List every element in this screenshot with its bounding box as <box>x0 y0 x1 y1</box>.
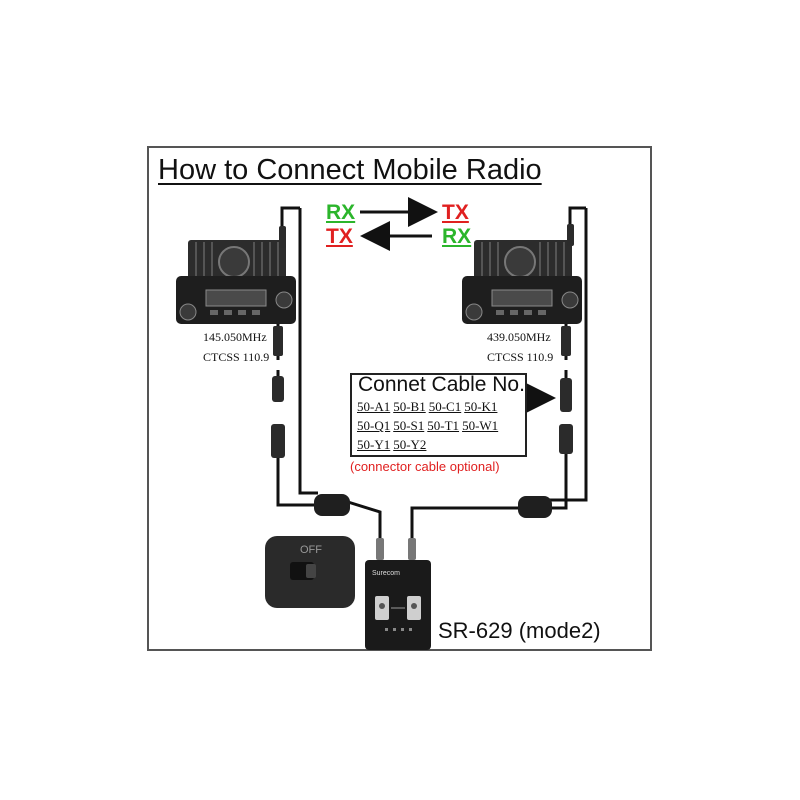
switch-label: OFF <box>300 544 322 556</box>
left-cable-inner <box>280 206 318 495</box>
cable-box-heading: Connet Cable No. <box>358 373 525 396</box>
left-adapter-1 <box>272 376 284 402</box>
cable-code: 50-C1 <box>428 399 462 414</box>
left-adapter-2 <box>271 424 285 458</box>
left-cable-outer <box>276 318 318 507</box>
cable-code: 50-W1 <box>462 418 499 433</box>
right-tx-label: TX <box>442 201 469 224</box>
right-frequency: 439.050MHz <box>487 330 551 344</box>
left-ctcss: CTCSS 110.9 <box>203 350 270 364</box>
cable-code: 50-A1 <box>357 399 391 414</box>
switch-closeup: OFF <box>265 536 355 608</box>
device-label: SR-629 (mode2) <box>438 618 601 643</box>
cable-code: 50-K1 <box>464 399 498 414</box>
cable-code: 50-Q1 <box>357 418 391 433</box>
cable-code: 50-Y1 <box>357 437 391 452</box>
right-mobile-radio <box>462 240 582 324</box>
left-split-cable <box>347 500 382 540</box>
left-frequency: 145.050MHz <box>203 330 267 344</box>
right-top-plug <box>567 224 574 246</box>
right-split-cable <box>410 506 520 540</box>
right-ctcss: CTCSS 110.9 <box>487 350 554 364</box>
device-brand: Surecom <box>372 570 400 577</box>
right-rx-label: RX <box>442 225 472 248</box>
connector-plugs <box>271 224 574 560</box>
right-cable-outer <box>548 206 588 502</box>
signal-arrows <box>360 197 556 413</box>
right-splitter <box>518 496 552 518</box>
cable-number-box <box>350 373 527 457</box>
cable-code: 50-Y2 <box>393 437 427 452</box>
left-mic-plug <box>273 326 283 356</box>
left-rx-label: RX <box>326 201 356 224</box>
device-plug-right <box>408 538 416 560</box>
device-plug-left <box>376 538 384 560</box>
cable-code: 50-T1 <box>427 418 460 433</box>
cable-code: 50-S1 <box>393 418 425 433</box>
diagram-title: How to Connect Mobile Radio <box>158 154 542 186</box>
left-mobile-radio <box>176 240 296 324</box>
left-tx-label: TX <box>326 225 353 248</box>
right-adapter-2 <box>559 424 573 454</box>
cable-optional-note: (connector cable optional) <box>350 459 500 474</box>
cable-code: 50-B1 <box>393 399 426 414</box>
sr629-device: Surecom <box>365 560 431 650</box>
right-adapter-1 <box>560 378 572 412</box>
left-splitter <box>314 494 350 516</box>
right-mic-plug <box>561 326 571 356</box>
left-top-plug <box>279 226 286 248</box>
